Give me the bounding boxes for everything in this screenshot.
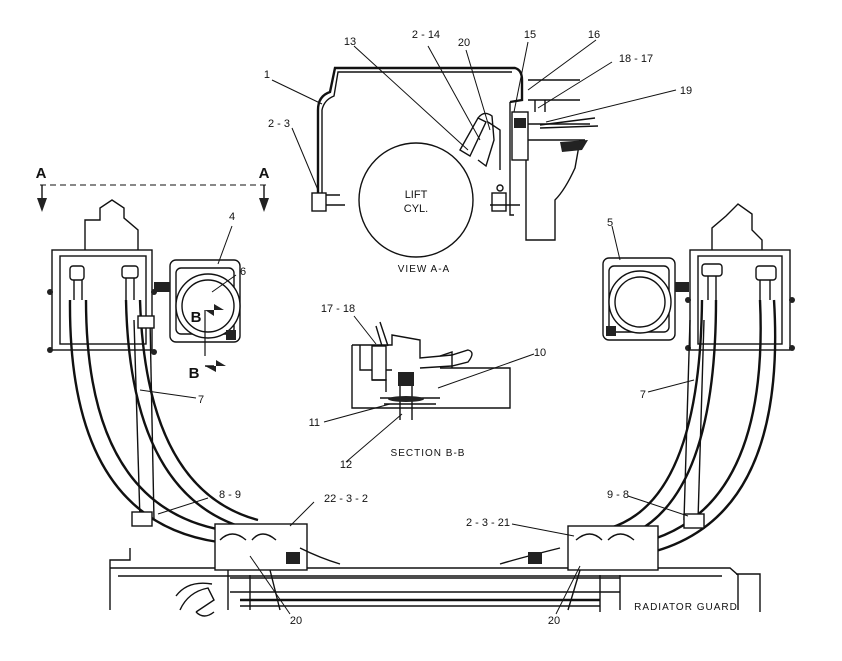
- section-line-a-a: A A: [36, 165, 270, 212]
- callout-20-left: 20: [290, 615, 302, 627]
- section-b-lower-label: B: [189, 365, 200, 382]
- callout-2-3-21: 2 - 3 - 21: [466, 517, 510, 529]
- section-a-left-label: A: [36, 165, 47, 182]
- callout-15: 15: [524, 29, 536, 41]
- callout-4: 4: [229, 211, 235, 223]
- callout-11: 11: [309, 417, 320, 429]
- right-hoses: [609, 299, 777, 558]
- callout-17-18: 17 - 18: [321, 303, 355, 315]
- leader-lines: [139, 39, 695, 615]
- callout-2-3-top: 2 - 3: [268, 118, 290, 130]
- callout-20-right: 20: [548, 615, 560, 627]
- radiator-guard-label: RADIATOR GUARD: [634, 602, 738, 613]
- callout-13: 13: [344, 36, 356, 48]
- section-b-b-caption: SECTION B-B: [391, 448, 466, 459]
- callout-12: 12: [340, 459, 352, 471]
- callout-19: 19: [680, 85, 692, 97]
- view-a-a-caption: VIEW A-A: [398, 264, 450, 275]
- bottom-cross-assembly: RADIATOR GUARD: [109, 523, 761, 617]
- callout-1: 1: [264, 69, 270, 81]
- view-a-a: LIFT CYL. VIEW A-A: [311, 66, 599, 275]
- left-light-assembly: B B: [47, 199, 241, 382]
- callout-10: 10: [534, 347, 546, 359]
- lift-text: LIFT: [405, 189, 428, 201]
- callout-6: 6: [240, 266, 246, 278]
- left-hoses: [68, 299, 259, 544]
- section-a-right-label: A: [259, 165, 270, 182]
- section-b-upper-label: B: [191, 309, 202, 326]
- callout-9-8: 9 - 8: [607, 489, 629, 501]
- callout-7-right: 7: [640, 389, 646, 401]
- callout-5: 5: [607, 217, 613, 229]
- callout-2-14: 2 - 14: [412, 29, 440, 41]
- callout-labels: 1 2 - 3 13 2 - 14 20 15 16 18 - 17 19 4 …: [198, 29, 692, 627]
- callout-7-left: 7: [198, 394, 204, 406]
- cyl-text: CYL.: [404, 203, 428, 215]
- callout-16: 16: [588, 29, 600, 41]
- callout-8-9: 8 - 9: [219, 489, 241, 501]
- callout-22-3-2: 22 - 3 - 2: [324, 493, 368, 505]
- right-light-assembly: [602, 203, 795, 351]
- section-b-b: SECTION B-B: [351, 321, 511, 459]
- callout-20-top: 20: [458, 37, 470, 49]
- callout-18-17: 18 - 17: [619, 53, 653, 65]
